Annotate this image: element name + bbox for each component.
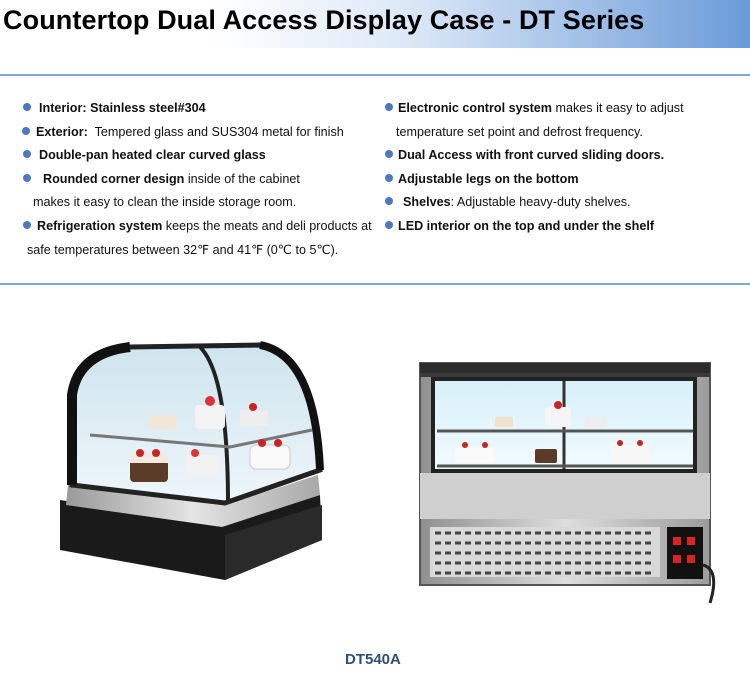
feature-continuation: makes it easy to clean the inside storag… bbox=[33, 195, 297, 210]
feature-item: Exterior: Tempered glass and SUS304 meta… bbox=[22, 121, 383, 145]
feature-bold: Rounded corner design bbox=[43, 171, 185, 186]
model-caption: DT540A bbox=[345, 651, 401, 668]
feature-bold: Interior: Stainless steel#304 bbox=[39, 101, 206, 115]
bullet-icon bbox=[385, 220, 393, 229]
bullet-icon bbox=[385, 197, 393, 206]
bullet-icon bbox=[23, 150, 31, 159]
feature-item: Interior: Stainless steel#304 bbox=[23, 97, 383, 121]
feature-item: Refrigeration system keeps the meats and… bbox=[23, 215, 383, 239]
bullet-icon bbox=[385, 103, 393, 111]
feature-text: makes it easy to adjust bbox=[551, 101, 684, 115]
feature-item: Dual Access with front curved sliding do… bbox=[385, 144, 750, 168]
feature-bold: Shelves bbox=[403, 195, 451, 210]
feature-text: inside of the cabinet bbox=[184, 171, 300, 186]
bullet-icon bbox=[23, 220, 31, 229]
feature-bold: Adjustable legs on the bottom bbox=[398, 171, 579, 186]
bottom-divider bbox=[0, 283, 750, 285]
page-title: Countertop Dual Access Display Case - DT… bbox=[3, 5, 645, 35]
feature-item: LED interior on the top and under the sh… bbox=[385, 215, 750, 239]
header-bar bbox=[0, 0, 750, 48]
front-display-case-image bbox=[419, 362, 716, 604]
features-right: Electronic control system makes it easy … bbox=[385, 97, 750, 239]
feature-item: Double-pan heated clear curved glass bbox=[23, 144, 383, 168]
bullet-icon bbox=[23, 103, 31, 111]
feature-continuation: safe temperatures between 32℉ and 41℉ (0… bbox=[27, 242, 339, 257]
feature-bold: LED interior on the top and under the sh… bbox=[398, 218, 655, 233]
top-divider bbox=[0, 74, 750, 76]
feature-item: Adjustable legs on the bottom bbox=[385, 168, 750, 192]
feature-bold: Dual Access with front curved sliding do… bbox=[398, 148, 665, 163]
bullet-icon bbox=[23, 173, 31, 182]
feature-item: Shelves: Adjustable heavy-duty shelves. bbox=[385, 191, 750, 215]
feature-bold: Electronic control system bbox=[398, 101, 552, 115]
bullet-icon bbox=[385, 173, 393, 182]
curved-display-case-image bbox=[60, 341, 324, 580]
feature-bold: Refrigeration system bbox=[37, 218, 163, 233]
feature-item: Rounded corner design inside of the cabi… bbox=[23, 168, 383, 192]
feature-text: keeps the meats and deli products at bbox=[162, 218, 372, 233]
feature-item: Electronic control system makes it easy … bbox=[385, 97, 750, 121]
feature-text: Tempered glass and SUS304 metal for fini… bbox=[87, 124, 344, 139]
feature-continuation: temperature set point and defrost freque… bbox=[396, 124, 643, 139]
feature-bold: Double-pan heated clear curved glass bbox=[39, 148, 266, 163]
bullet-icon bbox=[22, 126, 30, 135]
bullet-icon bbox=[385, 150, 393, 159]
feature-bold: Exterior: bbox=[36, 124, 88, 139]
features-left: Interior: Stainless steel#304 Exterior: … bbox=[22, 97, 383, 262]
feature-text: : Adjustable heavy-duty shelves. bbox=[450, 195, 631, 210]
